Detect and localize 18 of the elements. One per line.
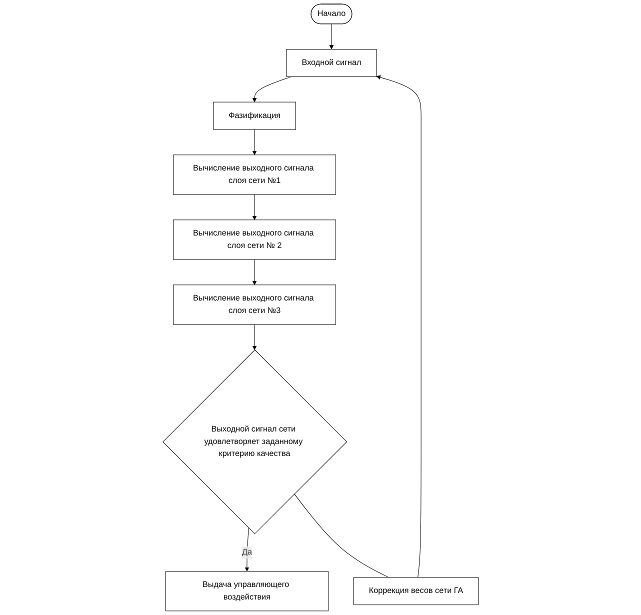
arrow: [329, 24, 334, 50]
arrow: [252, 76, 292, 102]
edge-label: Да: [242, 548, 252, 557]
node-box: Выдача управляющего воздействия: [165, 571, 328, 612]
arrow: [252, 129, 257, 156]
node-box: Вычисление выходного сигнала слоя сети №3: [172, 284, 336, 325]
node-box: Входной сигнал: [286, 49, 377, 77]
node-box: Коррекция весов сети ГА: [353, 577, 479, 606]
arrow: [244, 528, 250, 572]
node-diamond: Выходной сигнал сети удовлетворяет заданному критерию качества: [162, 350, 347, 534]
connector: [294, 494, 389, 578]
node-box: Вычисление выходного сигнала слоя сети №1: [172, 154, 336, 195]
node-box: Вычисление выходного сигнала слоя сети № 2: [172, 220, 336, 260]
arrow: [252, 259, 257, 286]
node-box: Фазификация: [212, 102, 296, 130]
arrow: [252, 324, 257, 350]
arrow: [376, 75, 422, 578]
arrow: [252, 194, 257, 220]
